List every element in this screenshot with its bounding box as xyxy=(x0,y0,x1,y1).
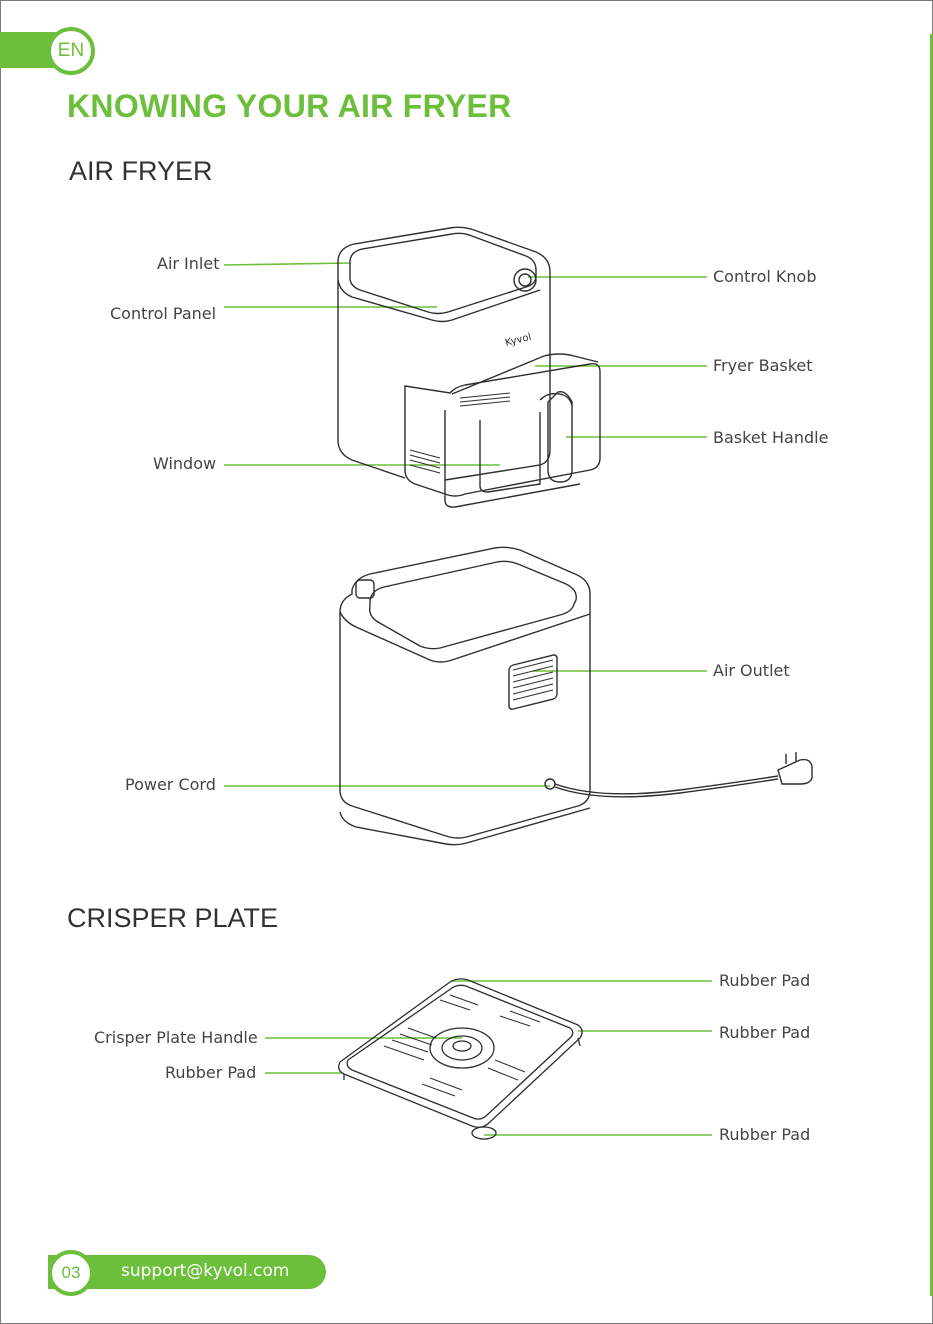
air-fryer-rear-drawing xyxy=(340,547,812,844)
page-number-badge: 03 xyxy=(48,1250,94,1296)
support-email-link[interactable]: support@kyvol.com xyxy=(121,1261,289,1281)
leader-air-inlet xyxy=(224,263,350,265)
leader-lines xyxy=(224,263,712,1135)
crisper-plate-drawing xyxy=(339,979,582,1139)
brand-logo: Kyvol xyxy=(504,332,532,349)
